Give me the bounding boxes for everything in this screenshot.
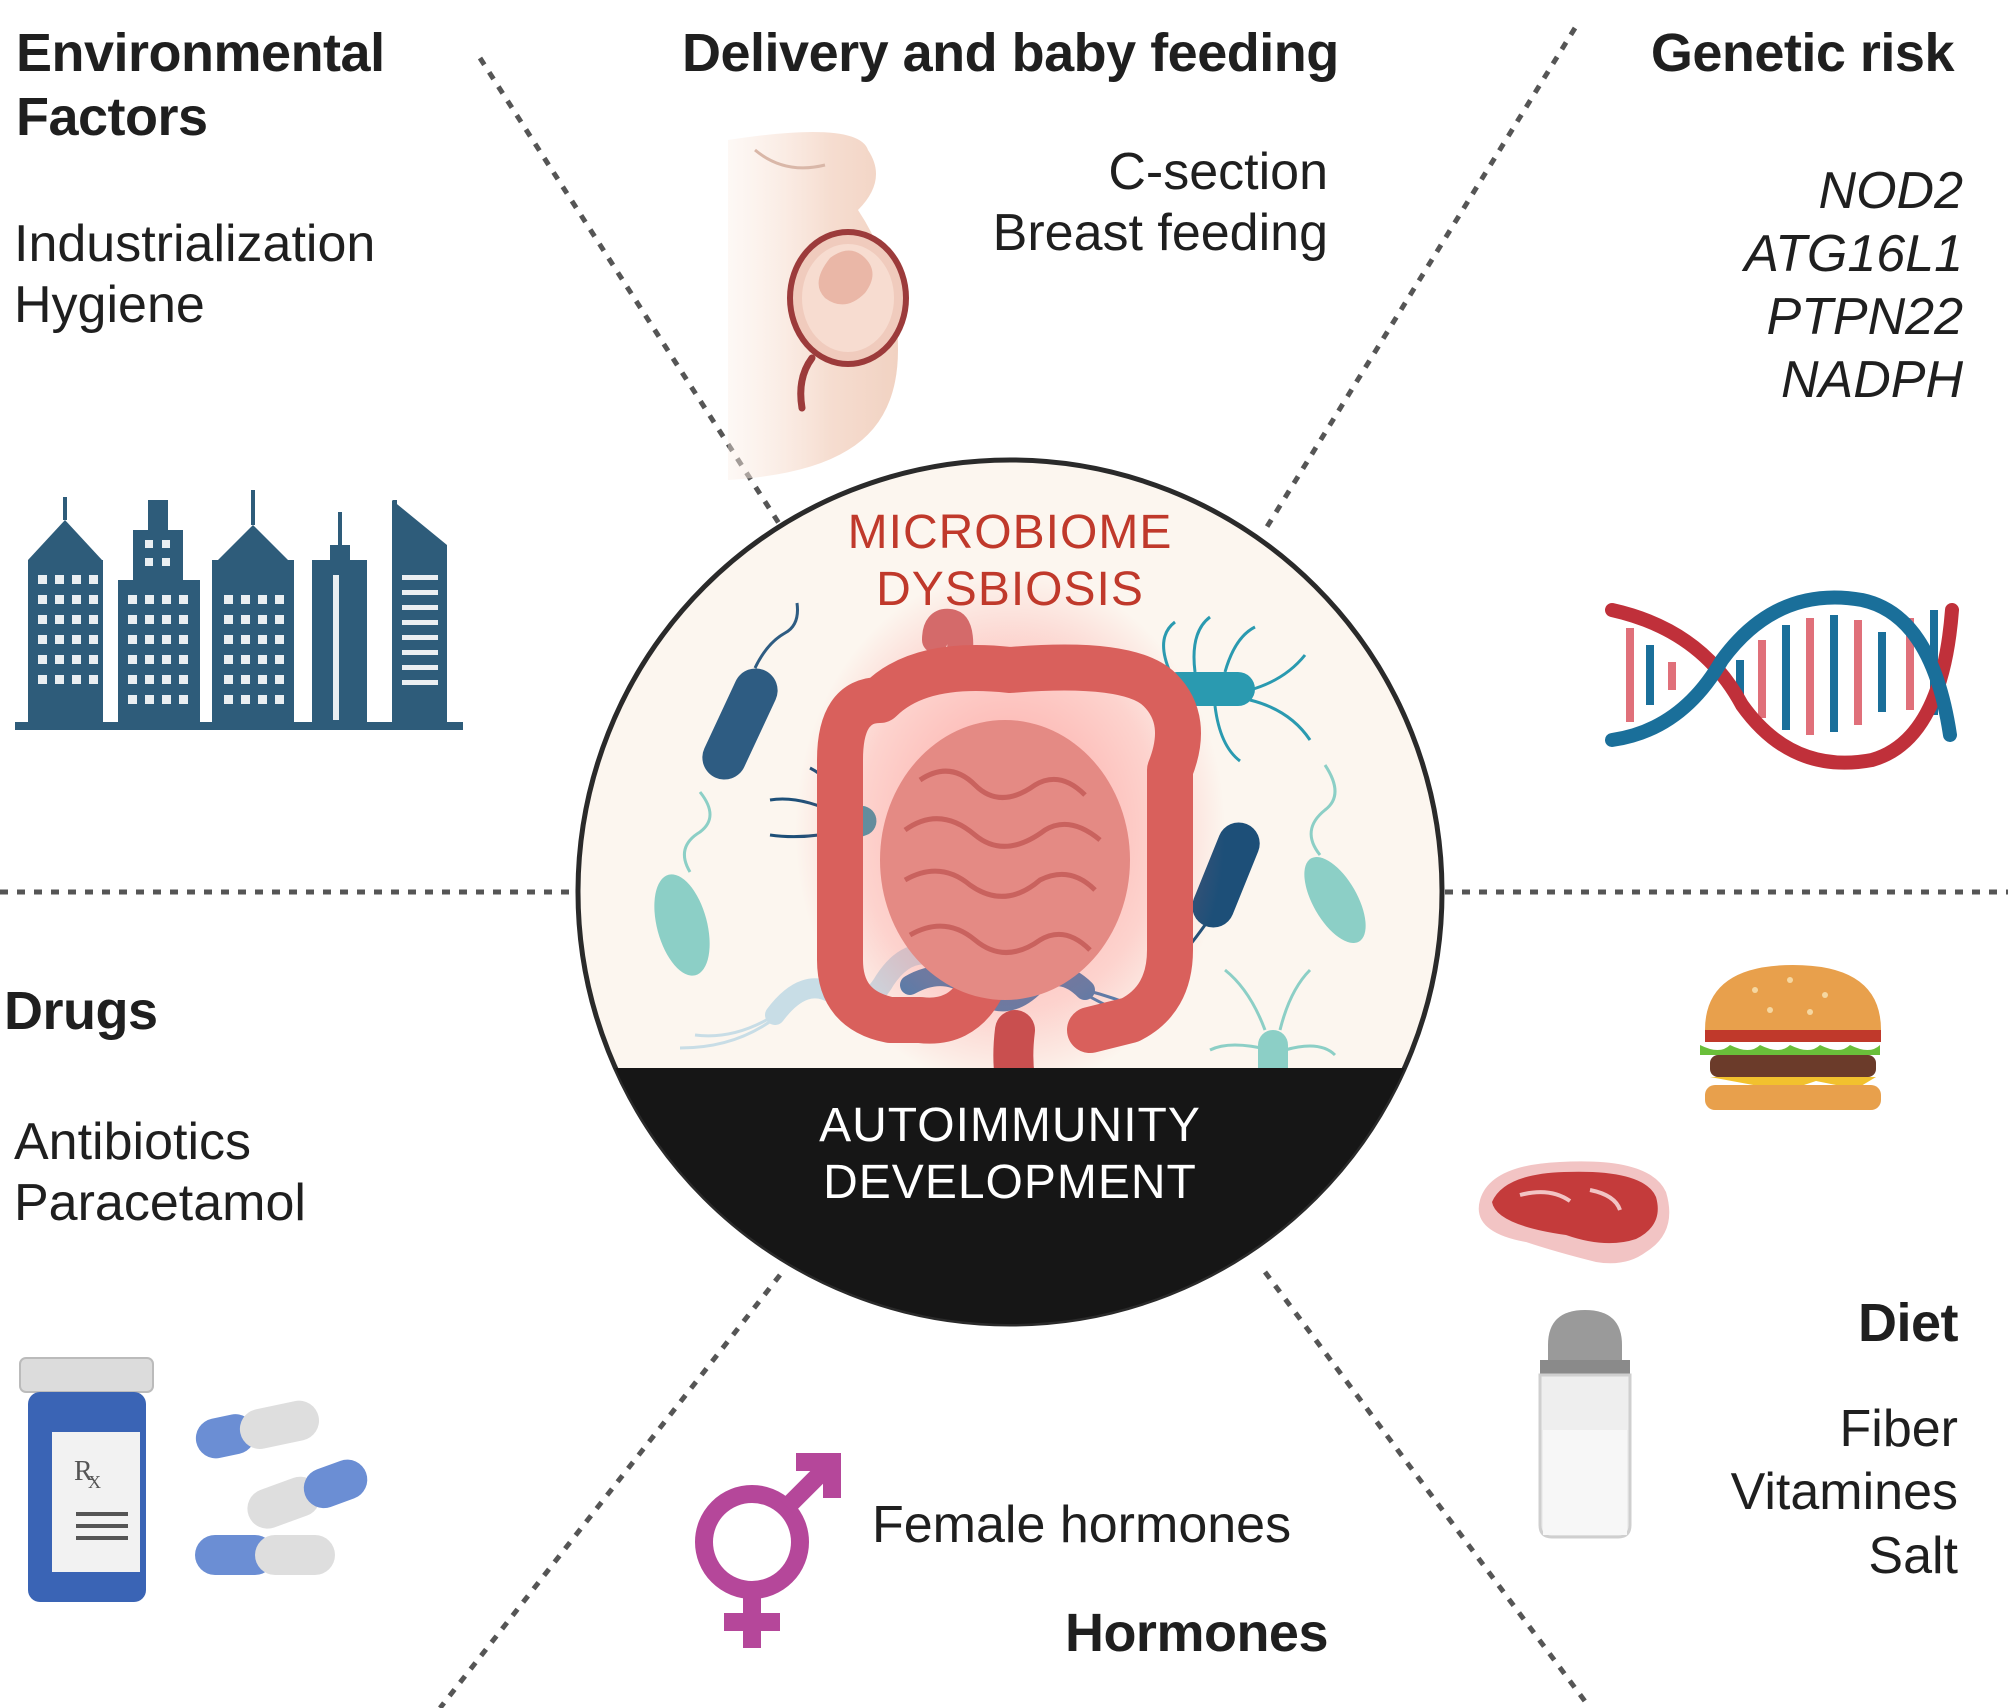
- environmental-item: Hygiene: [14, 276, 205, 335]
- drugs-title: Drugs: [4, 981, 158, 1041]
- delivery-title: Delivery and baby feeding: [682, 23, 1339, 83]
- gene-item: NOD2: [1818, 162, 1963, 220]
- drug-item: Paracetamol: [14, 1174, 306, 1233]
- diet-item: Fiber: [1839, 1400, 1958, 1458]
- diet-title: Diet: [1857, 1293, 1959, 1353]
- gene-item: NADPH: [1780, 350, 1963, 409]
- autoimmunity-line-1: AUTOIMMUNITY: [819, 1099, 1201, 1152]
- diet-items: Fiber Vitamines Salt: [1680, 1398, 1958, 1588]
- intestine-icon: [795, 570, 1225, 1120]
- dysbiosis-label: MICROBIOME DYSBIOSIS: [760, 505, 1260, 618]
- environmental-title: Environmental Factors: [16, 22, 385, 149]
- svg-text:R: R: [74, 1456, 93, 1487]
- dna-helix-icon: [1605, 590, 1959, 770]
- delivery-items: C-section Breast feeding: [880, 142, 1328, 265]
- diet-item: Salt: [1868, 1526, 1958, 1585]
- salt-shaker-icon: [1538, 1310, 1632, 1539]
- divider-lower-right: [1262, 1270, 1593, 1708]
- hormones-item: Female hormones: [872, 1496, 1292, 1554]
- burger-icon: [1700, 965, 1881, 1110]
- gender-symbol-icon: [695, 1453, 841, 1648]
- divider-upper-right: [1262, 26, 1578, 532]
- environmental-items: Industrialization Hygiene: [14, 214, 375, 337]
- genetic-title: Genetic risk: [1650, 23, 1955, 83]
- delivery-item: C-section: [1108, 143, 1328, 201]
- pill-bottle-icon: R X: [19, 1357, 154, 1602]
- diet-item: Vitamines: [1730, 1463, 1958, 1522]
- dysbiosis-line-2: DYSBIOSIS: [876, 562, 1144, 616]
- city-buildings-icon: [15, 490, 463, 730]
- hormones-title: Hormones: [1064, 1603, 1329, 1663]
- autoimmunity-label: AUTOIMMUNITY DEVELOPMENT: [760, 1098, 1260, 1211]
- pregnant-belly-icon: [728, 132, 909, 480]
- steak-icon: [1478, 1161, 1670, 1264]
- svg-text:X: X: [88, 1472, 101, 1492]
- gene-item: PTPN22: [1766, 287, 1963, 346]
- environmental-title-line-2: Factors: [16, 86, 208, 147]
- genetic-items: NOD2 ATG16L1 PTPN22 NADPH: [1560, 160, 1963, 412]
- environmental-title-line-1: Environmental: [16, 23, 385, 83]
- divider-lower-left: [438, 1273, 782, 1708]
- gene-item: ATG16L1: [1744, 224, 1963, 283]
- capsule-icons: [195, 1400, 368, 1575]
- delivery-item: Breast feeding: [992, 204, 1328, 263]
- environmental-item: Industrialization: [14, 215, 376, 273]
- drug-item: Antibiotics: [14, 1113, 251, 1171]
- drugs-items: Antibiotics Paracetamol: [14, 1112, 306, 1235]
- dysbiosis-line-1: MICROBIOME: [847, 506, 1173, 559]
- autoimmunity-line-2: DEVELOPMENT: [823, 1155, 1197, 1209]
